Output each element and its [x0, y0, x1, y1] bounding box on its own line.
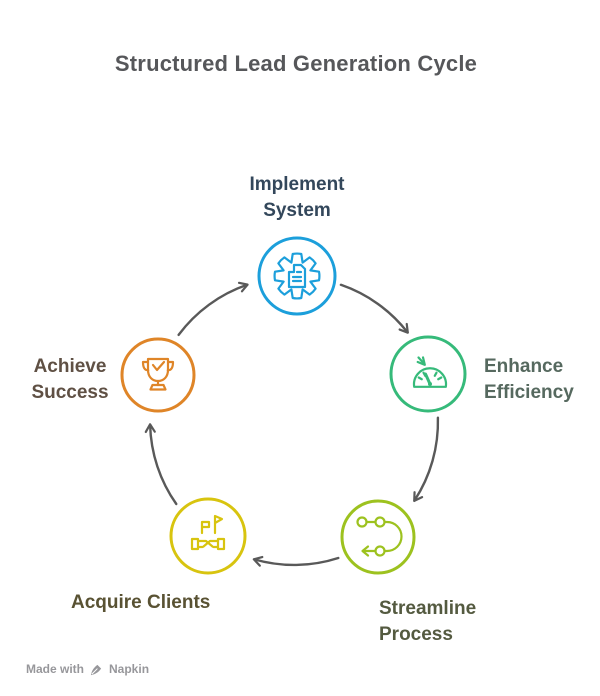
node-label-streamline-process: Streamline Process	[379, 596, 476, 648]
diagram-title: Structured Lead Generation Cycle	[114, 51, 478, 76]
label-line: Acquire Clients	[71, 592, 211, 613]
flow-path-icon	[356, 516, 403, 557]
label-line: Process	[379, 624, 453, 645]
node-acquire-clients	[169, 497, 247, 575]
gear-document-icon	[273, 252, 321, 300]
label-line: Achieve	[33, 356, 107, 377]
node-streamline-process	[340, 499, 416, 575]
node-label-acquire-clients: Acquire Clients	[71, 590, 210, 616]
gauge-arrow-icon	[412, 356, 448, 388]
pen-nib-icon	[90, 664, 102, 675]
node-enhance-efficiency	[389, 335, 467, 413]
arrow-acquire-to-achieve	[144, 423, 178, 506]
arrow-enhance-to-streamline	[413, 416, 440, 503]
node-ring	[169, 497, 247, 575]
node-ring	[389, 335, 467, 413]
arrow-achieve-to-implement	[177, 281, 249, 337]
arrow-implement-to-enhance	[339, 283, 409, 334]
arrow-streamline-to-acquire	[252, 555, 340, 567]
node-implement-system	[257, 236, 337, 316]
node-achieve-success	[120, 337, 196, 413]
node-label-enhance-efficiency: Enhance Efficiency	[484, 354, 574, 406]
cycle-arrows	[144, 281, 440, 567]
label-line: Efficiency	[484, 382, 574, 403]
node-label-achieve-success: Achieve Success	[8, 354, 132, 406]
label-line: Enhance	[484, 356, 564, 377]
node-ring	[120, 337, 196, 413]
label-line: Streamline	[379, 598, 477, 619]
watermark-brand: Napkin	[109, 662, 150, 676]
node-label-implement-system: Implement System	[217, 172, 377, 224]
label-line: Implement	[249, 174, 345, 195]
watermark-prefix: Made with	[26, 662, 85, 676]
label-line: System	[263, 200, 331, 221]
trophy-check-icon	[141, 357, 175, 391]
watermark: Made with Napkin	[26, 662, 149, 676]
node-ring	[340, 499, 416, 575]
label-line: Success	[31, 382, 109, 403]
handshake-flags-icon	[190, 514, 226, 551]
